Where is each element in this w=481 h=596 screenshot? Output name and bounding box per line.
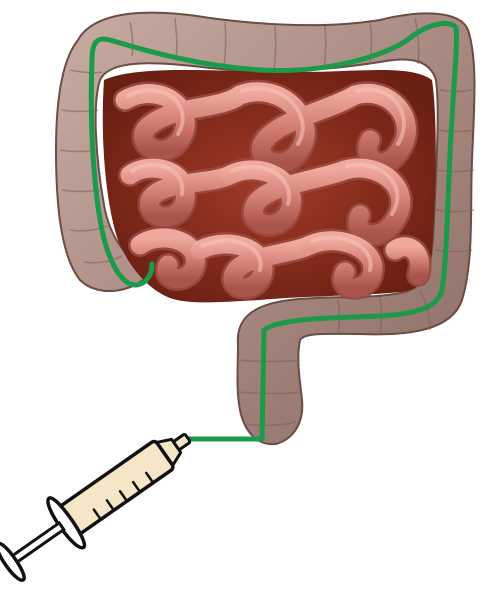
- syringe: [0, 413, 205, 589]
